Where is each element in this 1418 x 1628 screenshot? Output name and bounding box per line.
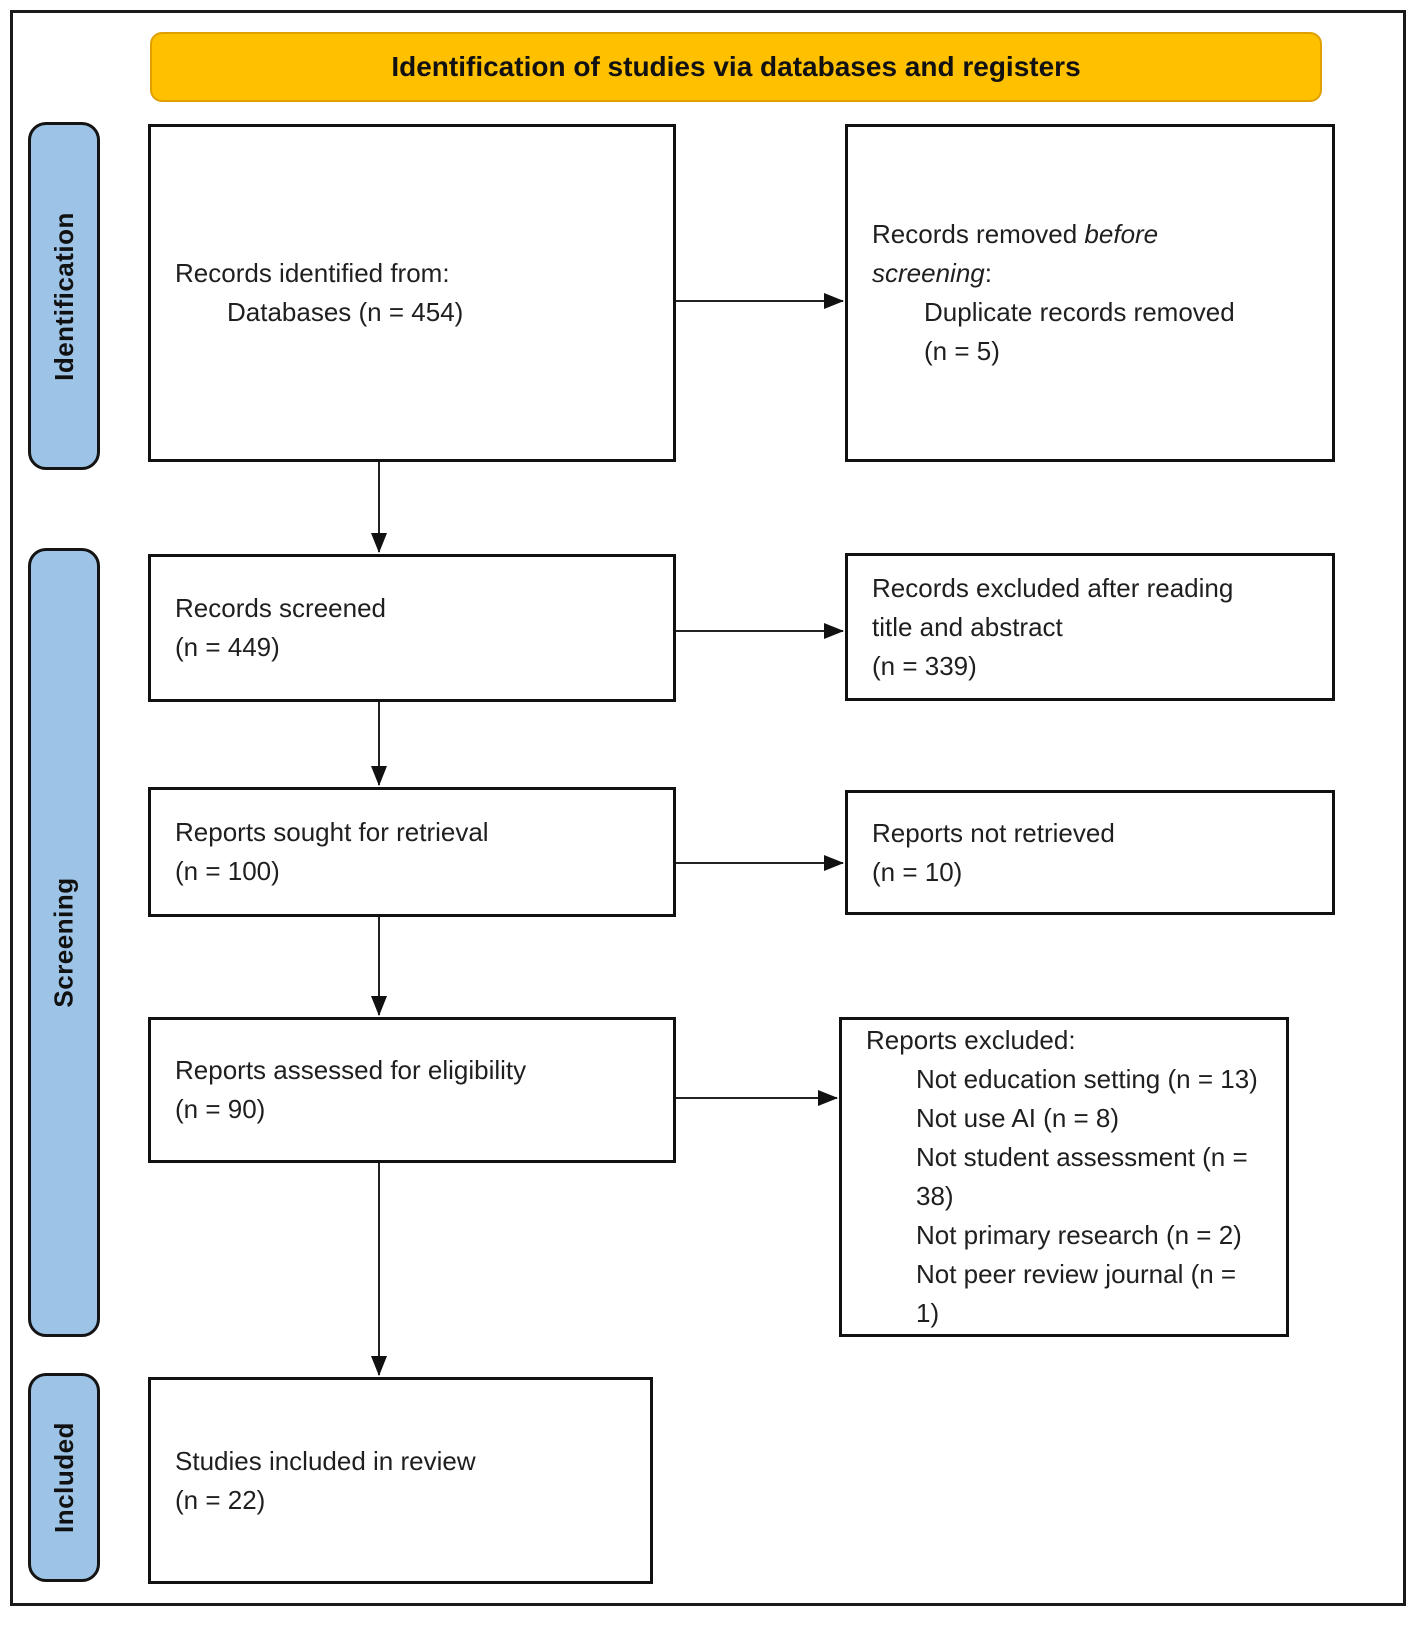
studies-included-line1: Studies included in review — [175, 1445, 476, 1476]
banner: Identification of studies via databases … — [150, 32, 1322, 102]
reports-not-retrieved-line2: (n = 10) — [872, 856, 963, 887]
arrow-sought-to-assessed — [371, 917, 387, 1016]
arrow-identified-to-screened — [371, 462, 387, 553]
records-removed-italic: before screening — [872, 219, 1159, 288]
records-excluded-line2: (n = 339) — [872, 650, 977, 681]
records-screened-line2: (n = 449) — [175, 632, 280, 662]
records-removed-line2: Duplicate records removed — [924, 297, 1235, 327]
reports-excluded-reason: Not primary research (n = 2) — [916, 1220, 1242, 1250]
records-removed-line3: (n = 5) — [924, 336, 1000, 366]
records-removed-line1: Records removed before screening: — [872, 215, 1224, 293]
box-reports-not-retrieved: Reports not retrieved (n = 10) — [845, 790, 1335, 915]
box-records-removed: Records removed before screening: Duplic… — [845, 124, 1335, 462]
reports-excluded-reason: Not peer review journal (n = 1) — [916, 1259, 1237, 1328]
reports-assessed-line2: (n = 90) — [175, 1094, 266, 1124]
reports-excluded-reason: Not student assessment (n = 38) — [916, 1142, 1248, 1211]
box-studies-included: Studies included in review (n = 22) — [148, 1377, 653, 1584]
box-records-identified: Records identified from: Databases (n = … — [148, 124, 676, 462]
records-excluded-line1: Records excluded after reading title and… — [872, 572, 1234, 642]
box-reports-excluded: Reports excluded: Not education setting … — [839, 1017, 1289, 1337]
arrow-screened-to-excluded — [676, 623, 844, 639]
records-screened-line1: Records screened — [175, 593, 386, 623]
box-reports-assessed: Reports assessed for eligibility (n = 90… — [148, 1017, 676, 1163]
reports-excluded-heading: Reports excluded: — [866, 1025, 1076, 1055]
diagram-border — [10, 10, 1406, 1606]
arrow-screened-to-sought — [371, 702, 387, 786]
stage-screening-label: Screening — [48, 877, 79, 1008]
stage-screening: Screening — [28, 548, 100, 1337]
stage-included-label: Included — [48, 1422, 79, 1533]
reports-sought-line1: Reports sought for retrieval — [175, 817, 489, 847]
reports-assessed-line1: Reports assessed for eligibility — [175, 1055, 527, 1085]
arrow-identified-to-removed — [676, 293, 844, 309]
stage-identification-label: Identification — [48, 211, 79, 381]
records-removed-prefix: Records removed — [872, 219, 1085, 249]
stage-identification: Identification — [28, 122, 100, 470]
arrow-assessed-to-reports-excluded — [676, 1090, 838, 1106]
box-records-excluded-title-abstract: Records excluded after reading title and… — [845, 553, 1335, 701]
box-reports-sought: Reports sought for retrieval (n = 100) — [148, 787, 676, 917]
records-identified-line2: Databases (n = 454) — [227, 297, 464, 327]
reports-excluded-reason: Not use AI (n = 8) — [916, 1103, 1120, 1133]
reports-sought-line2: (n = 100) — [175, 856, 280, 886]
studies-included-line2: (n = 22) — [175, 1484, 266, 1515]
arrow-sought-to-not-retrieved — [676, 855, 844, 871]
box-records-screened: Records screened (n = 449) — [148, 554, 676, 702]
records-identified-line1: Records identified from: — [175, 258, 450, 288]
arrow-assessed-to-included — [371, 1163, 387, 1376]
stage-included: Included — [28, 1373, 100, 1582]
reports-excluded-reason: Not education setting (n = 13) — [916, 1064, 1258, 1094]
records-removed-suffix: : — [984, 258, 992, 288]
banner-title: Identification of studies via databases … — [391, 51, 1081, 82]
reports-not-retrieved-line1: Reports not retrieved — [872, 817, 1115, 848]
